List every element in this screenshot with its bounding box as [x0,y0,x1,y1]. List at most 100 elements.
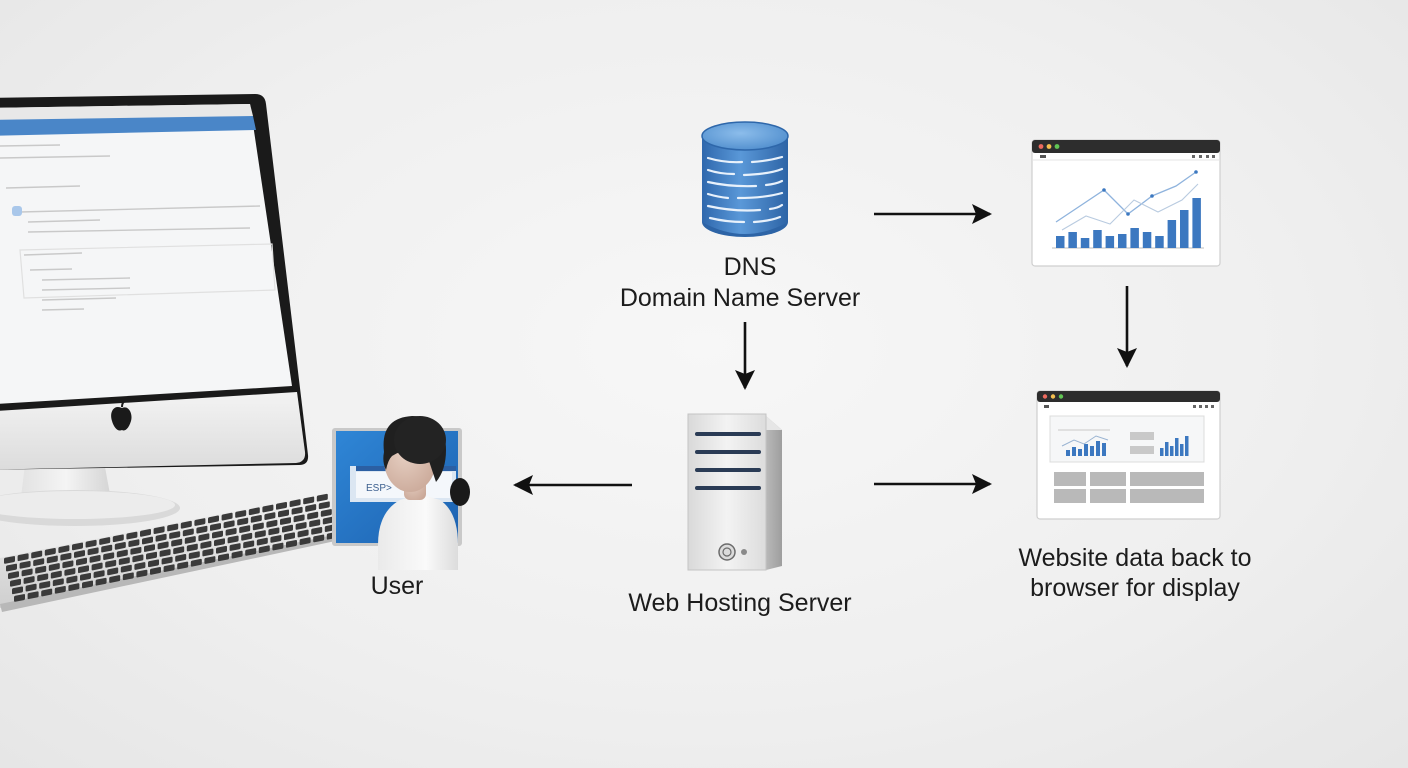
keyboard-key [58,545,70,553]
keyboard-key [171,538,183,547]
keyboard-key [278,509,289,518]
keyboard-key [322,516,334,525]
keyboard-key [227,535,239,544]
keyboard-key [262,504,274,513]
keyboard-key [276,501,287,510]
keyboard-key [52,578,64,587]
keyboard-key [250,514,262,523]
display-label-line2: browser for display [1030,574,1240,602]
keyboard-key [307,511,319,520]
keyboard-key [225,527,237,536]
keyboard-key [21,568,33,577]
keyboard-key [216,545,227,554]
keyboard-key [252,522,264,531]
web-server-label: Web Hosting Server [628,589,852,617]
keyboard-key [214,538,225,547]
keyboard-key [64,568,76,576]
keyboard-key [286,539,297,548]
keyboard-key [6,563,17,572]
keyboard-key [146,551,157,560]
mini-bar [1084,444,1088,456]
keyboard-key [173,546,185,555]
chart-bar [1118,234,1127,248]
keyboard-key [91,562,103,571]
keyboard-key [128,539,140,548]
keyboard-key [284,532,295,541]
keyboard-key [194,518,206,526]
keyboard-key [280,517,291,525]
keyboard-key [14,594,25,602]
keyboard-key [182,528,194,537]
keyboard-key [320,509,332,517]
keyboard-key [299,537,311,545]
keyboard-key [93,570,105,578]
keyboard-key [245,548,257,556]
keyboard-key [223,520,235,529]
keyboard-key [237,517,249,526]
keyboard-key [208,515,219,524]
keyboard-key [169,531,181,539]
chart-bar [1155,236,1164,248]
keyboard-key [144,544,155,552]
keyboard-key [270,535,282,543]
dns-title: DNS [723,253,777,281]
keyboard-key [78,565,89,574]
keyboard-key [318,501,330,510]
keyboard-key [4,556,15,564]
keyboard-key [68,583,80,591]
keyboard-key [161,556,173,565]
keyboard-key [239,525,251,533]
mini-bar [1078,449,1082,456]
mini-bar [1165,442,1169,456]
keyboard-key [132,554,144,563]
keyboard-key [305,504,317,512]
keyboard-key [167,523,179,532]
keyboard-key [50,570,62,579]
keyboard-key [46,555,58,564]
chart-bar [1167,220,1177,248]
chart-bar [1056,236,1065,248]
keyboard-key [107,567,119,576]
keyboard-key [311,526,323,535]
apple-logo-icon [111,399,132,431]
keyboard-key [241,532,253,541]
keyboard-key [109,575,121,583]
display-label-line1: Website data back to [1018,544,1252,572]
dns-subtitle: Domain Name Server [619,284,861,312]
keyboard-key [157,541,169,550]
svg-text:ESP>: ESP> [366,483,392,494]
user-label: User [370,572,424,600]
keyboard-key [105,559,117,568]
keyboard-key [235,510,247,518]
keyboard-key [39,581,51,589]
keyboard-key [190,558,202,567]
keyboard-key [19,560,31,569]
keyboard-key [33,558,45,566]
keyboard-key [231,550,243,559]
keyboard-key [10,578,21,587]
keyboard-key [80,572,91,581]
keyboard-key [101,544,113,553]
keyboard-key [148,559,159,568]
keyboard-key [76,557,87,566]
keyboard-key [159,549,171,557]
keyboard-key [44,547,56,556]
mini-bar [1090,446,1094,456]
keyboard-key [188,551,200,560]
keyboard-key [17,553,29,562]
mini-bar [1160,448,1164,456]
keyboard-key [120,564,132,573]
keyboard-key [153,526,165,535]
keyboard-key [291,506,303,515]
keyboard-key [248,507,260,516]
keyboard-key [150,567,161,575]
keyboard-key [114,542,126,550]
keyboard-key [48,563,60,571]
mini-bar [1170,446,1174,456]
keyboard-key [140,529,151,537]
